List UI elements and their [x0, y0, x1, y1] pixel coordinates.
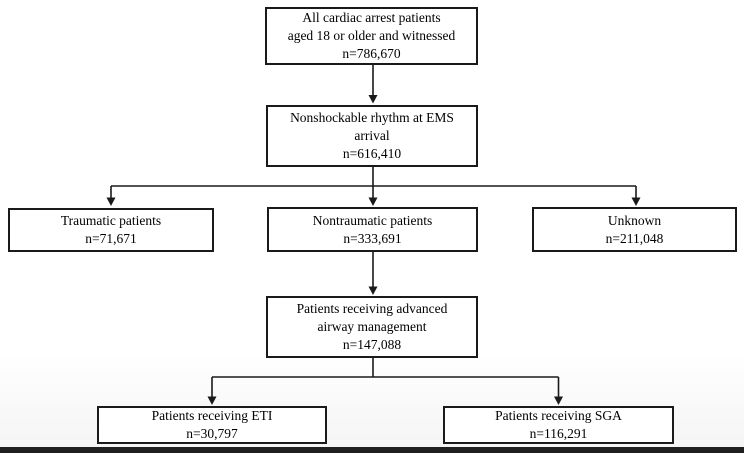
box-text-line: All cardiac arrest patients: [302, 10, 441, 25]
box-nontraumatic-patients: Nontraumatic patients n=333,691: [267, 207, 478, 252]
box-text-line: airway management: [317, 319, 427, 334]
box-nonshockable-rhythm: Nonshockable rhythm at EMS arrival n=616…: [266, 105, 478, 167]
box-traumatic-patients: Traumatic patients n=71,671: [8, 208, 214, 252]
box-patients-receiving-sga: Patients receiving SGA n=116,291: [443, 406, 674, 444]
window-bottom-edge: [0, 447, 744, 453]
box-n-value: n=71,671: [85, 231, 137, 246]
box-n-value: n=616,410: [342, 146, 402, 161]
box-text-line: Traumatic patients: [60, 213, 162, 228]
box-text-line: Patients receiving SGA: [495, 408, 622, 423]
box-text-line: Patients receiving advanced: [296, 301, 448, 316]
box-n-value: n=786,670: [342, 46, 401, 61]
box-unknown-patients: Unknown n=211,048: [532, 207, 737, 252]
arrowhead-to-traumatic: [106, 197, 116, 206]
box-text-line: Nonshockable rhythm at EMS: [290, 110, 454, 125]
box-text-line: arrival: [354, 128, 390, 143]
box-text-line: Patients receiving ETI: [151, 408, 273, 423]
box-text-line: aged 18 or older and witnessed: [287, 28, 456, 43]
arrowhead-to-unknown: [631, 197, 641, 206]
box-n-value: n=211,048: [605, 230, 664, 246]
box-text-line: Unknown: [607, 212, 662, 228]
box-n-value: n=333,691: [343, 230, 402, 246]
box-text-line: Nontraumatic patients: [312, 212, 433, 228]
box-n-value: n=147,088: [342, 337, 402, 352]
arrowhead-to-nonshockable: [368, 95, 378, 104]
arrowhead-to-nontraumatic: [368, 197, 378, 206]
box-all-cardiac-arrest-patients: All cardiac arrest patients aged 18 or o…: [265, 7, 478, 65]
box-n-value: n=30,797: [186, 426, 238, 441]
arrowhead-to-airway: [368, 286, 378, 295]
box-patients-receiving-eti: Patients receiving ETI n=30,797: [97, 406, 327, 444]
arrowhead-to-eti: [207, 396, 217, 405]
arrowhead-to-sga: [554, 396, 563, 405]
box-advanced-airway-management: Patients receiving advanced airway manag…: [266, 296, 478, 358]
box-n-value: n=116,291: [529, 426, 588, 441]
